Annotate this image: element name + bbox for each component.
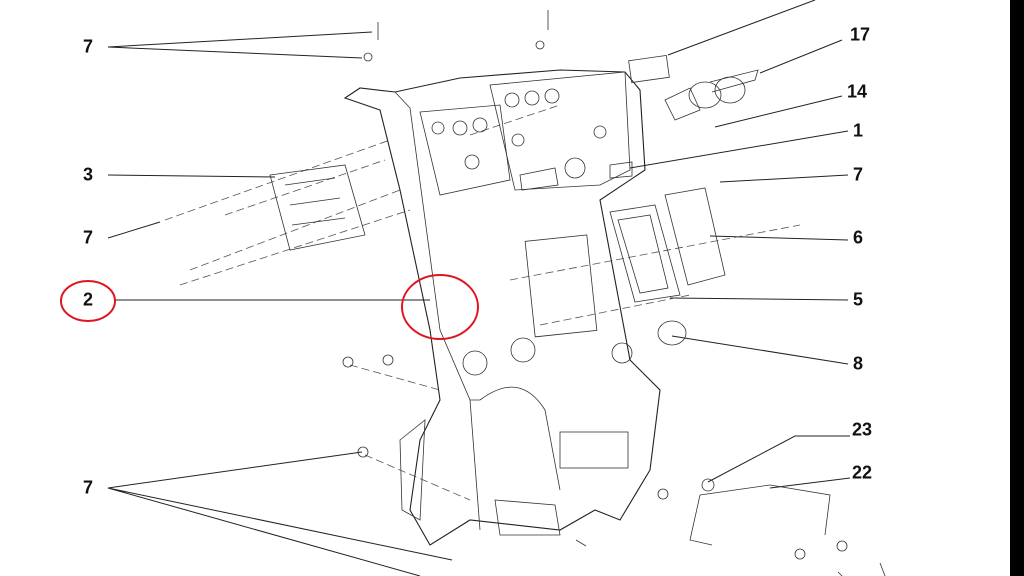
- callout-14: 14: [846, 81, 868, 102]
- callout-7: 7: [852, 164, 864, 185]
- callout-8: 8: [852, 353, 864, 374]
- callout-22: 22: [851, 462, 873, 483]
- callout-7: 7: [82, 36, 94, 57]
- callout-1: 1: [852, 120, 864, 141]
- callout-7: 7: [82, 227, 94, 248]
- loose-parts: [342, 10, 886, 576]
- callout-17: 17: [849, 24, 871, 45]
- callout-23: 23: [851, 419, 873, 440]
- highlight-marks: [60, 274, 479, 340]
- assembly-lines: [164, 104, 801, 501]
- leader-lines: [107, 0, 851, 576]
- console-body: [343, 69, 661, 546]
- screen-edge: [1010, 0, 1024, 576]
- callout-3: 3: [82, 164, 94, 185]
- control-board: [269, 164, 366, 251]
- callout-7: 7: [82, 477, 94, 498]
- callout-2-highlighted: 2: [82, 289, 94, 310]
- callout-5: 5: [852, 289, 864, 310]
- callout-6: 6: [852, 227, 864, 248]
